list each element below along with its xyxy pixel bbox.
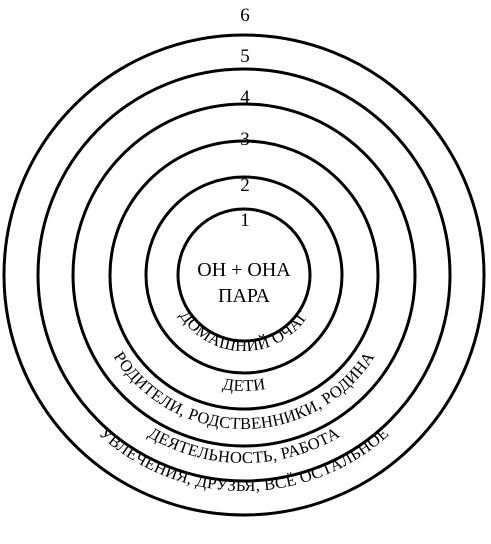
ring-number-5: 5 bbox=[240, 46, 250, 67]
ring-number-2: 2 bbox=[240, 175, 250, 196]
center-label-line2: ПАРА bbox=[218, 285, 270, 307]
center-label-line1: ОН + ОНА bbox=[197, 259, 291, 281]
ring-number-1: 1 bbox=[240, 210, 250, 231]
circle-4 bbox=[71, 102, 417, 448]
ring-label-deti: ДЕТИ bbox=[221, 374, 266, 395]
circle-5 bbox=[36, 67, 452, 483]
ring-label-domashniy-ochag: ДОМАШНИЙ ОЧАГ bbox=[176, 306, 312, 355]
circle-1 bbox=[176, 207, 312, 343]
circle-2 bbox=[144, 175, 344, 375]
ring-number-4: 4 bbox=[240, 87, 250, 108]
circle-3 bbox=[108, 139, 380, 411]
ring-number-3: 3 bbox=[240, 129, 250, 150]
circle-6 bbox=[2, 33, 486, 517]
ring-number-6: 6 bbox=[240, 5, 250, 26]
